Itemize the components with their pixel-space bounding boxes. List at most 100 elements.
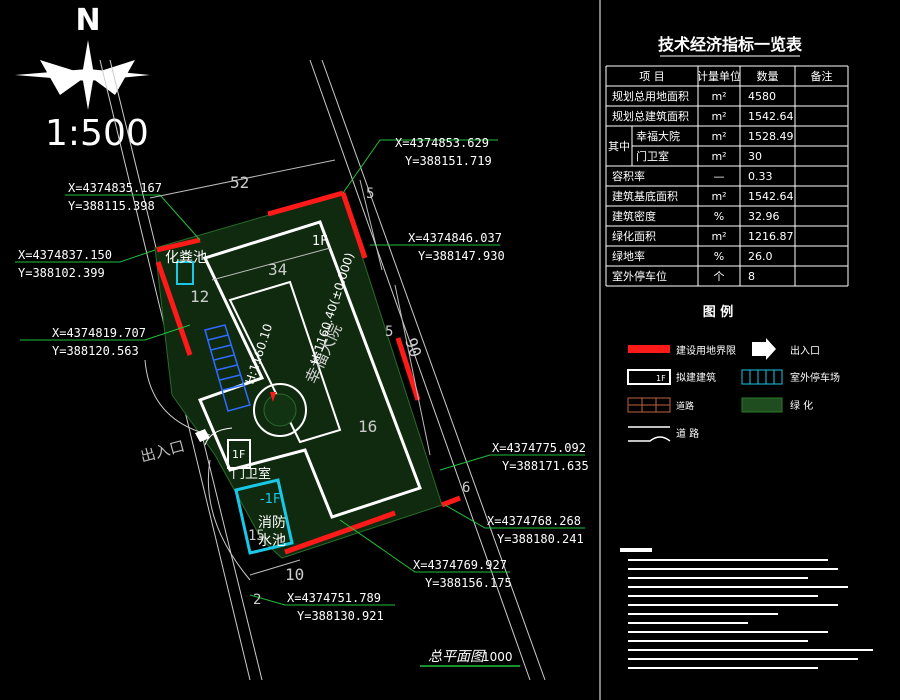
coord-1-y: Y=388151.719: [405, 154, 492, 168]
coord-9-x: X=4374751.789: [287, 591, 381, 605]
coord-4-y: Y=388102.399: [18, 266, 105, 280]
table-header: 备注: [811, 69, 833, 83]
table-cell-item: 建筑密度: [612, 209, 656, 223]
legend-green-icon: [741, 397, 783, 413]
dim-15: 15: [248, 528, 265, 544]
fire-pool: [234, 478, 294, 555]
legend-building-icon: [627, 369, 671, 385]
table-cell-unit: m²: [711, 190, 726, 203]
gate-room-floor: 1F: [232, 448, 245, 461]
road-curve: [204, 427, 233, 446]
table-cell-item: 绿化面积: [612, 229, 656, 243]
coord-1-x: X=4374853.629: [395, 136, 489, 150]
table-cell-qty: 1528.49: [748, 130, 794, 143]
plan-title-scale: 1000: [482, 650, 513, 664]
coord-6-y: Y=388171.635: [502, 459, 589, 473]
legend-label-road: 道路: [676, 400, 694, 412]
dim-5a: 5: [366, 186, 374, 202]
pool-label-1: 消防: [258, 515, 286, 531]
legend-road-grid-icon: [627, 397, 671, 413]
table-cell-qty: 26.0: [748, 250, 773, 263]
site-boundary-red: [155, 190, 461, 555]
gate-room-label: 门卫室: [232, 466, 271, 482]
north-arrow-icon: [15, 40, 150, 110]
septic-tank: [176, 261, 194, 285]
coord-2-x: X=4374835.167: [68, 181, 162, 195]
legend-label-green: 绿 化: [790, 399, 813, 412]
coord-8-y: Y=388156.175: [425, 576, 512, 590]
parking-area: [204, 324, 251, 412]
table-title: 技术经济指标一览表: [658, 35, 803, 54]
dimension-lines: [149, 159, 431, 576]
table-cell-item: 门卫室: [636, 149, 669, 163]
svg-text:1F: 1F: [656, 374, 666, 383]
table-cell-item: 规划总建筑面积: [612, 109, 689, 123]
coord-5-x: X=4374819.707: [52, 326, 146, 340]
coord-8-x: X=4374769.927: [413, 558, 507, 572]
table-cell-item: 容积率: [612, 169, 645, 183]
legend-label-parking: 室外停车场: [790, 371, 840, 384]
dim-6: 6: [462, 480, 470, 496]
table-cell-item: 绿地率: [612, 249, 645, 263]
dim-12: 12: [190, 287, 209, 306]
pool-floor: -1F: [260, 492, 280, 507]
table-cell-unit: %: [714, 210, 724, 223]
table-cell-qty: 8: [748, 270, 755, 283]
dim-5b: 5: [385, 324, 393, 340]
coord-6-x: X=4374775.092: [492, 441, 586, 455]
table-cell-unit: m²: [711, 230, 726, 243]
legend-boundary-icon: [628, 345, 670, 353]
table-cell-qty: 1542.64: [748, 110, 794, 123]
north-label: N: [75, 3, 100, 38]
dim-10: 10: [285, 565, 304, 584]
coord-5-y: Y=388120.563: [52, 344, 139, 358]
scale-label: 1:500: [45, 113, 149, 154]
entrance-label: 出入口: [138, 437, 186, 466]
table-cell-unit: m²: [711, 150, 726, 163]
table-cell-unit: m²: [711, 130, 726, 143]
coord-4-x: X=4374837.150: [18, 248, 112, 262]
table-cell-item: 建筑基底面积: [612, 189, 678, 203]
table-cell-qty: 32.96: [748, 210, 780, 223]
legend-entrance-icon: [752, 338, 776, 360]
coord-2-y: Y=388115.398: [68, 199, 155, 213]
legend-label-boundary: 建设用地界限: [676, 344, 736, 357]
table-header: 项 目: [639, 70, 665, 83]
table-cell-item: 幸福大院: [636, 129, 680, 143]
septic-label: 化粪池: [165, 250, 207, 266]
table-cell-unit: %: [714, 250, 724, 263]
dim-2: 2: [253, 592, 261, 608]
table-cell-item: 规划总用地面积: [612, 89, 689, 103]
green-area: [154, 193, 443, 559]
legend-label-building: 拟建建筑: [676, 371, 716, 384]
main-building-floor: 1F: [312, 234, 328, 249]
table-cell-qty: 0.33: [748, 170, 773, 183]
coord-7-x: X=4374768.268: [487, 514, 581, 528]
design-notes: [620, 548, 873, 669]
table-cell-unit: m²: [711, 90, 726, 103]
table-cell-qty: 1542.64: [748, 190, 794, 203]
dim-34: 34: [268, 260, 287, 279]
table-cell-unit: 个: [714, 270, 725, 283]
legend-label-path: 道 路: [676, 427, 699, 440]
table-cell-qty: 4580: [748, 90, 776, 103]
legend-label-entrance: 出入口: [790, 344, 820, 357]
entrance-icon: [195, 429, 210, 442]
coord-3-x: X=4374846.037: [408, 231, 502, 245]
coord-3-y: Y=388147.930: [418, 249, 505, 263]
coordinate-leaders: [15, 139, 585, 606]
plan-title: 总平面图: [428, 649, 486, 665]
table-cell-qty: 30: [748, 150, 762, 163]
coord-7-y: Y=388180.241: [497, 532, 584, 546]
table-cell-item: 室外停车位: [612, 269, 667, 283]
table-header: 数量: [757, 70, 779, 83]
legend-path-icon: [628, 426, 671, 442]
table-cell-qty: 1216.87: [748, 230, 794, 243]
table-cell-unit: —: [714, 170, 725, 183]
roundabout: [253, 383, 307, 437]
gate-room: [227, 439, 251, 469]
coord-9-y: Y=388130.921: [297, 609, 384, 623]
entrance-arrow-icon: [270, 392, 276, 402]
legend-title: 图 例: [703, 304, 734, 320]
